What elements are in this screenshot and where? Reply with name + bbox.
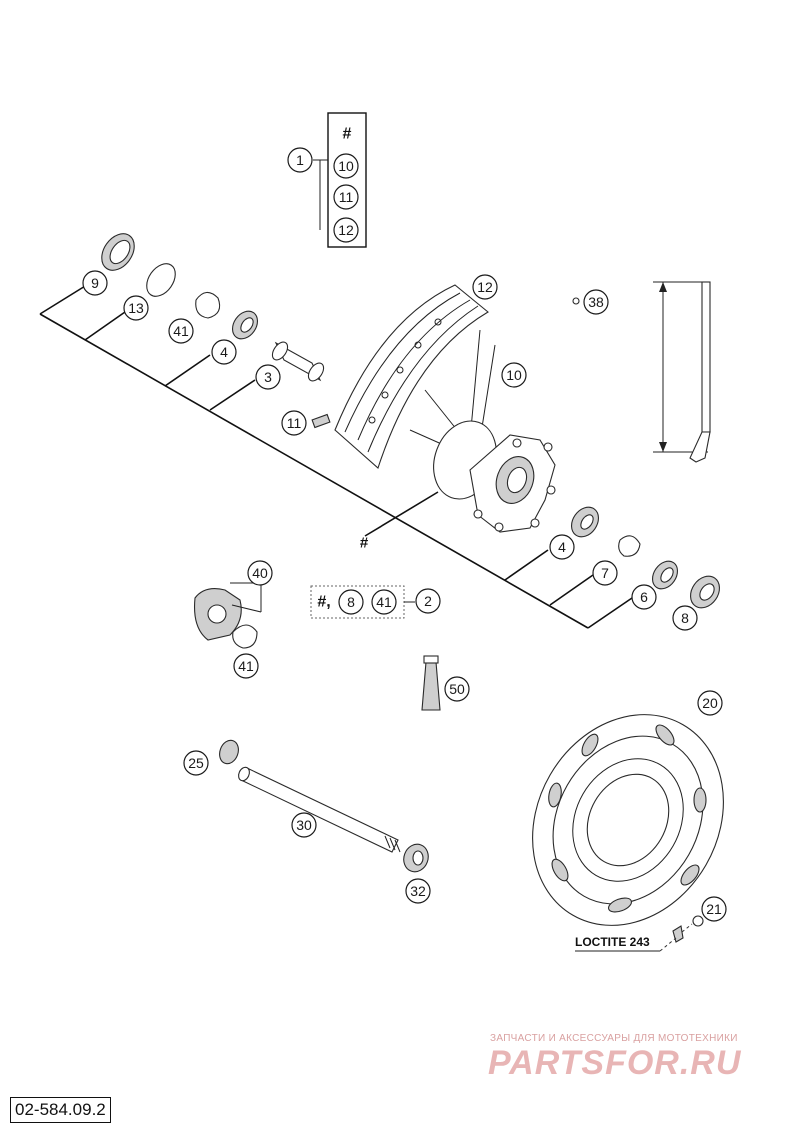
callout-40[interactable]: 40	[247, 560, 273, 586]
svg-text:13: 13	[128, 300, 144, 316]
svg-text:8: 8	[681, 610, 689, 626]
svg-text:8: 8	[347, 594, 355, 610]
leader-lines	[39, 282, 633, 629]
callout-4[interactable]: 4	[211, 339, 237, 365]
bearing-part	[571, 506, 599, 538]
svg-text:4: 4	[558, 539, 566, 555]
callout-7[interactable]: 7	[592, 560, 618, 586]
hub-hash-label: #	[360, 535, 369, 552]
kit-box-2: #, 8 41	[310, 585, 415, 619]
callout-50[interactable]: 50	[444, 676, 470, 702]
kit-box-hash: #	[343, 126, 352, 143]
spoke-length-dimension	[653, 281, 711, 463]
svg-text:11: 11	[287, 415, 302, 431]
svg-text:10: 10	[506, 367, 522, 383]
kit-box-2-item-8[interactable]: 8	[338, 589, 364, 615]
disc-bolts-part	[672, 915, 704, 943]
watermark-tagline: ЗАПЧАСТИ И АКСЕССУАРЫ ДЛЯ МОТОТЕХНИКИ	[490, 1033, 738, 1044]
spacer-sleeve-part	[271, 341, 325, 382]
callout-6[interactable]: 6	[631, 584, 657, 610]
axle-nut-part	[219, 739, 239, 765]
callout-10[interactable]: 10	[501, 362, 527, 388]
callout-32[interactable]: 32	[405, 878, 431, 904]
svg-text:50: 50	[449, 681, 465, 697]
seal-ring-part	[651, 560, 679, 590]
svg-text:6: 6	[640, 589, 648, 605]
svg-text:11: 11	[339, 189, 354, 205]
svg-text:25: 25	[188, 755, 204, 771]
callout-13[interactable]: 13	[123, 295, 149, 321]
callout-41[interactable]: 41	[168, 318, 194, 344]
axle-clamp-nut-part	[403, 843, 429, 873]
circlip-part	[618, 535, 641, 557]
loctite-label: LOCTITE 243	[575, 935, 650, 949]
callout-2[interactable]: 2	[415, 588, 441, 614]
diagram-code-label: 02-584.09.2	[10, 1097, 111, 1123]
bearing-part	[231, 310, 259, 340]
kit-box: # 1 10 11 12	[287, 112, 367, 248]
svg-text:7: 7	[601, 565, 609, 581]
kit-box-item-11[interactable]: 11	[333, 184, 359, 210]
kit-box-2-hash: #,	[317, 594, 330, 611]
callout-8[interactable]: 8	[672, 605, 698, 631]
callout-3[interactable]: 3	[255, 364, 281, 390]
svg-text:12: 12	[338, 222, 354, 238]
brake-disc-part	[532, 714, 724, 926]
kit-box-item-10[interactable]: 10	[333, 153, 359, 179]
svg-text:30: 30	[296, 817, 312, 833]
svg-text:4: 4	[220, 344, 228, 360]
callout-9[interactable]: 9	[82, 270, 108, 296]
callout-30[interactable]: 30	[291, 812, 317, 838]
kit-box-item-12[interactable]: 12	[333, 217, 359, 243]
svg-text:32: 32	[410, 883, 426, 899]
callout-11[interactable]: 11	[281, 410, 307, 436]
svg-text:3: 3	[264, 369, 272, 385]
svg-text:2: 2	[424, 593, 432, 609]
svg-text:9: 9	[91, 275, 99, 291]
axle-part	[238, 766, 401, 853]
grease-tube-part	[421, 655, 441, 711]
callout-12[interactable]: 12	[472, 274, 498, 300]
callout-21[interactable]: 21	[701, 896, 727, 922]
svg-text:20: 20	[702, 695, 718, 711]
callout-38[interactable]: 38	[583, 289, 609, 315]
svg-text:38: 38	[588, 294, 604, 310]
watermark-logo: PARTSFOR.RU	[488, 1044, 742, 1082]
speedo-drive-part	[193, 582, 262, 641]
svg-text:1: 1	[296, 152, 304, 168]
svg-text:10: 10	[338, 158, 354, 174]
svg-text:12: 12	[477, 279, 493, 295]
callout-4[interactable]: 4	[549, 534, 575, 560]
callout-1[interactable]: 1	[287, 147, 313, 173]
hub-part	[433, 420, 556, 533]
valve-part	[311, 413, 331, 429]
svg-text:40: 40	[252, 565, 268, 581]
circlip-part	[232, 624, 258, 649]
seal-ring-part	[101, 233, 135, 271]
kit-box-2-item-41[interactable]: 41	[371, 589, 397, 615]
callout-25[interactable]: 25	[183, 750, 209, 776]
callout-41[interactable]: 41	[233, 653, 259, 679]
svg-text:21: 21	[706, 901, 722, 917]
svg-text:41: 41	[376, 594, 392, 610]
spacer-part	[690, 575, 720, 609]
svg-text:41: 41	[173, 323, 189, 339]
callout-20[interactable]: 20	[697, 690, 723, 716]
o-ring-part	[146, 263, 176, 297]
circlip-part	[195, 291, 221, 319]
svg-text:41: 41	[238, 658, 254, 674]
nipple-part	[572, 297, 580, 305]
rim-part	[334, 284, 489, 469]
